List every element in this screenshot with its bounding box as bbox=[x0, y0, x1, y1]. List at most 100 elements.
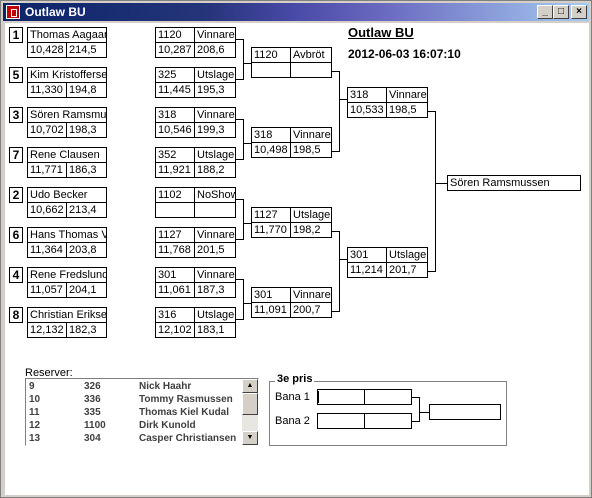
third-place-result[interactable] bbox=[429, 404, 501, 420]
app-icon[interactable] bbox=[6, 5, 20, 19]
result-score[interactable]: 11,445 bbox=[155, 82, 195, 98]
seed-number: 8 bbox=[9, 307, 23, 323]
result-score[interactable]: 11,921 bbox=[155, 162, 195, 178]
driver-name[interactable]: Rene Clausen bbox=[27, 147, 107, 163]
result-number[interactable]: 301 bbox=[347, 247, 387, 263]
connector bbox=[236, 199, 244, 200]
driver-name[interactable]: Thomas Aagaard bbox=[27, 27, 107, 43]
result-score[interactable]: 11,091 bbox=[251, 302, 291, 318]
result-number[interactable]: 1102 bbox=[155, 187, 195, 203]
result-number[interactable]: 316 bbox=[155, 307, 195, 323]
lane2-number[interactable] bbox=[317, 413, 365, 429]
minimize-button[interactable]: _ bbox=[537, 5, 553, 19]
result-status[interactable]: Vinnare bbox=[290, 127, 332, 143]
result-number[interactable]: 318 bbox=[251, 127, 291, 143]
driver-name[interactable]: Christian Eriksen bbox=[27, 307, 107, 323]
driver-speed[interactable]: 198,3 bbox=[66, 122, 107, 138]
reserves-scrollbar[interactable]: ▲ ▼ bbox=[242, 379, 258, 445]
close-button[interactable]: × bbox=[571, 5, 587, 19]
datetime-label: 2012-06-03 16:07:10 bbox=[348, 47, 461, 61]
scroll-thumb[interactable] bbox=[242, 393, 258, 415]
result-speed[interactable] bbox=[194, 202, 236, 218]
driver-score[interactable]: 12,132 bbox=[27, 322, 67, 338]
result-score[interactable]: 10,533 bbox=[347, 102, 387, 118]
result-status[interactable]: Vinnare bbox=[194, 227, 236, 243]
result-score[interactable]: 11,214 bbox=[347, 262, 387, 278]
maximize-button[interactable]: □ bbox=[553, 5, 569, 19]
result-status[interactable]: Vinnare bbox=[194, 107, 236, 123]
result-status[interactable]: Vinnare bbox=[290, 287, 332, 303]
result-score[interactable]: 11,770 bbox=[251, 222, 291, 238]
result-number[interactable]: 301 bbox=[251, 287, 291, 303]
result-speed[interactable]: 198,5 bbox=[290, 142, 332, 158]
result-number[interactable]: 301 bbox=[155, 267, 195, 283]
result-speed[interactable]: 187,3 bbox=[194, 282, 236, 298]
result-status[interactable]: Utslagen bbox=[194, 147, 236, 163]
result-number[interactable]: 1127 bbox=[251, 207, 291, 223]
title-bar[interactable]: Outlaw BU _ □ × bbox=[3, 3, 589, 21]
result-number[interactable]: 318 bbox=[347, 87, 387, 103]
result-speed[interactable]: 200,7 bbox=[290, 302, 332, 318]
result-speed[interactable]: 198,2 bbox=[290, 222, 332, 238]
result-number[interactable]: 1120 bbox=[251, 47, 291, 63]
result-speed[interactable]: 208,6 bbox=[194, 42, 236, 58]
driver-name[interactable]: Rene Fredslund bbox=[27, 267, 107, 283]
driver-speed[interactable]: 182,3 bbox=[66, 322, 107, 338]
result-status[interactable]: Avbröt bbox=[290, 47, 332, 63]
driver-name[interactable]: Sören Ramsmussen bbox=[27, 107, 107, 123]
driver-score[interactable]: 10,428 bbox=[27, 42, 67, 58]
driver-score[interactable]: 11,057 bbox=[27, 282, 67, 298]
driver-score[interactable]: 11,364 bbox=[27, 242, 67, 258]
result-score[interactable]: 11,061 bbox=[155, 282, 195, 298]
result-score[interactable]: 10,287 bbox=[155, 42, 195, 58]
driver-speed[interactable]: 203,8 bbox=[66, 242, 107, 258]
result-status[interactable]: Utslagen bbox=[194, 67, 236, 83]
result-status[interactable]: Vinnare bbox=[386, 87, 428, 103]
driver-speed[interactable]: 214,5 bbox=[66, 42, 107, 58]
result-status[interactable]: Utslagen bbox=[290, 207, 332, 223]
driver-score[interactable]: 11,330 bbox=[27, 82, 67, 98]
result-speed[interactable]: 195,3 bbox=[194, 82, 236, 98]
scroll-up-icon[interactable]: ▲ bbox=[242, 379, 258, 393]
result-speed[interactable]: 199,3 bbox=[194, 122, 236, 138]
driver-score[interactable]: 11,771 bbox=[27, 162, 67, 178]
driver-speed[interactable]: 186,3 bbox=[66, 162, 107, 178]
result-number[interactable]: 318 bbox=[155, 107, 195, 123]
lane1-status[interactable] bbox=[364, 389, 412, 405]
result-number[interactable]: 352 bbox=[155, 147, 195, 163]
result-score[interactable]: 10,498 bbox=[251, 142, 291, 158]
result-score[interactable]: 10,546 bbox=[155, 122, 195, 138]
result-speed[interactable]: 188,2 bbox=[194, 162, 236, 178]
result-status[interactable]: Vinnare bbox=[194, 27, 236, 43]
driver-speed[interactable]: 204,1 bbox=[66, 282, 107, 298]
driver-name[interactable]: Hans Thomas Voldby bbox=[27, 227, 107, 243]
result-speed[interactable]: 201,5 bbox=[194, 242, 236, 258]
lane2-status[interactable] bbox=[364, 413, 412, 429]
result-speed[interactable]: 198,5 bbox=[386, 102, 428, 118]
lane1-number[interactable] bbox=[317, 389, 365, 405]
result-score[interactable] bbox=[251, 62, 291, 78]
result-number[interactable]: 325 bbox=[155, 67, 195, 83]
driver-score[interactable]: 10,702 bbox=[27, 122, 67, 138]
result-score[interactable]: 12,102 bbox=[155, 322, 195, 338]
result-status[interactable]: Vinnare bbox=[194, 267, 236, 283]
scroll-down-icon[interactable]: ▼ bbox=[242, 431, 258, 445]
result-status[interactable]: NoShow bbox=[194, 187, 236, 203]
result-score[interactable]: 11,768 bbox=[155, 242, 195, 258]
driver-speed[interactable]: 213,4 bbox=[66, 202, 107, 218]
result-number[interactable]: 1127 bbox=[155, 227, 195, 243]
result-number[interactable]: 1120 bbox=[155, 27, 195, 43]
result-speed[interactable]: 183,1 bbox=[194, 322, 236, 338]
connector bbox=[236, 119, 244, 120]
result-status[interactable]: Utslagen bbox=[386, 247, 428, 263]
result-speed[interactable]: 201,7 bbox=[386, 262, 428, 278]
driver-name[interactable]: Kim Kristoffersen bbox=[27, 67, 107, 83]
driver-score[interactable]: 10,662 bbox=[27, 202, 67, 218]
result-status[interactable]: Utslagen bbox=[194, 307, 236, 323]
result-score[interactable] bbox=[155, 202, 195, 218]
result-speed[interactable] bbox=[290, 62, 332, 78]
winner-name[interactable]: Sören Ramsmussen bbox=[447, 175, 581, 191]
driver-speed[interactable]: 194,8 bbox=[66, 82, 107, 98]
driver-name[interactable]: Udo Becker bbox=[27, 187, 107, 203]
